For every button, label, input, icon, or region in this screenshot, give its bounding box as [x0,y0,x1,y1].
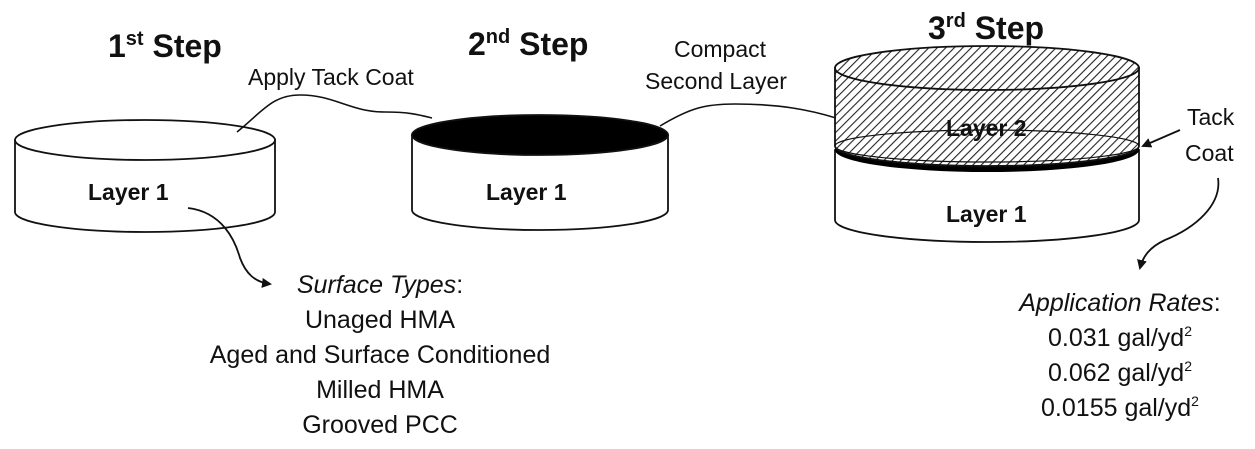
tack-coat-surface [411,114,669,156]
step3-layer2-top [834,45,1140,91]
arrow-to-application-rates [1137,177,1220,270]
list-item: 0.0155 gal/yd2 [1041,393,1199,422]
tack-coat-label-line2: Coat [1185,140,1234,166]
compact-label-line1: Compact [674,36,767,62]
step2-layer1-label: Layer 1 [486,179,567,205]
list-item: Milled HMA [316,376,444,404]
surface-types-list: Surface Types: Unaged HMA Aged and Surfa… [170,268,590,443]
tack-coat-label-line1: Tack [1187,104,1235,130]
list-item: Aged and Surface Conditioned [209,341,551,369]
apply-tack-coat-label: Apply Tack Coat [248,64,414,90]
application-rates-heading: Application Rates: [1019,289,1221,317]
step3-tack-coat-band [835,146,1139,172]
list-item: Grooved PCC [302,411,458,439]
step3-cylinder-stack [834,45,1140,243]
step-1-title: 1st Step [108,28,222,64]
list-item: Unaged HMA [304,306,456,334]
step3-layer1-body [834,149,1140,243]
step-2-title: 2nd Step [468,26,589,62]
connector-step1-to-step2 [236,94,433,133]
step3-layer1-label: Layer 1 [946,201,1027,227]
list-item: 0.062 gal/yd2 [1047,358,1192,387]
compact-label-line2: Second Layer [645,68,787,94]
connector-step2-to-step3 [659,103,837,127]
surface-types-heading: Surface Types: [296,271,464,299]
list-item: 0.031 gal/yd2 [1047,323,1192,352]
arrow-to-tack-coat-layer [1141,129,1181,148]
step1-layer1-label: Layer 1 [88,179,169,205]
step1-cylinder [14,119,276,233]
application-rates-list: Application Rates: 0.031 gal/yd2 0.062 g… [990,286,1250,426]
step2-cylinder [411,114,669,231]
step3-layer2-label: Layer 2 [946,115,1027,141]
step3-layer2-body [834,67,1140,167]
step-3-title: 3rd Step [928,10,1045,46]
arrow-to-surface-types [187,207,272,288]
